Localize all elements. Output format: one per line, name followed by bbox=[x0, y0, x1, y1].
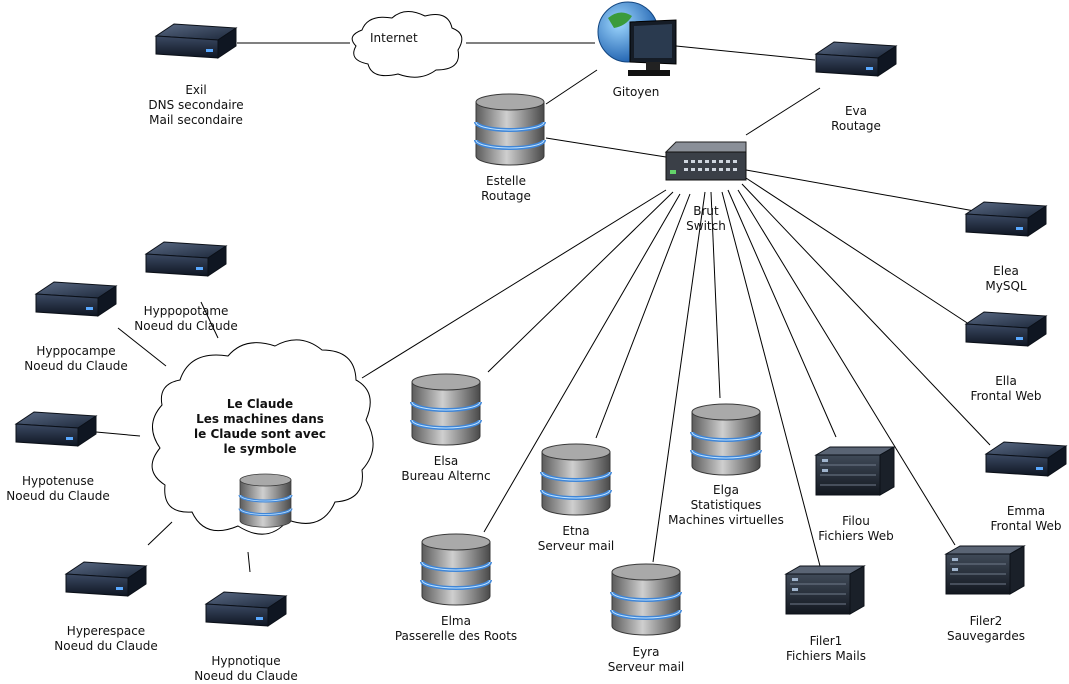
filer2-rack-icon bbox=[945, 545, 1025, 595]
elma-database-icon bbox=[420, 532, 492, 607]
gitoyen-icon bbox=[597, 1, 677, 76]
hyppocampe-server-icon bbox=[35, 281, 117, 317]
eyra-database-icon bbox=[610, 562, 682, 637]
eva-server-icon bbox=[815, 41, 897, 77]
filou-rack-icon bbox=[815, 446, 895, 496]
elsa-database-icon bbox=[410, 372, 482, 447]
hyperespace-server-icon bbox=[65, 561, 147, 597]
hypnotique-server-icon bbox=[205, 591, 287, 627]
etna-database-icon bbox=[540, 442, 612, 517]
internet-label: Internet bbox=[370, 31, 418, 45]
claude-symbol-database-icon bbox=[238, 472, 293, 529]
filer1-rack-icon bbox=[785, 565, 865, 615]
exil-server-icon bbox=[155, 23, 237, 59]
emma-server-icon bbox=[985, 441, 1067, 477]
estelle-database-icon bbox=[474, 92, 546, 167]
hypotenuse-server-icon bbox=[15, 411, 97, 447]
ella-server-icon bbox=[965, 311, 1047, 347]
elea-server-icon bbox=[965, 201, 1047, 237]
elga-database-icon bbox=[690, 402, 762, 477]
hyppopotame-server-icon bbox=[145, 241, 227, 277]
gitoyen-label: Gitoyen bbox=[612, 85, 660, 99]
internet-cloud bbox=[351, 11, 463, 78]
switch-icon bbox=[664, 141, 747, 181]
le-claude-cloud bbox=[151, 339, 374, 535]
